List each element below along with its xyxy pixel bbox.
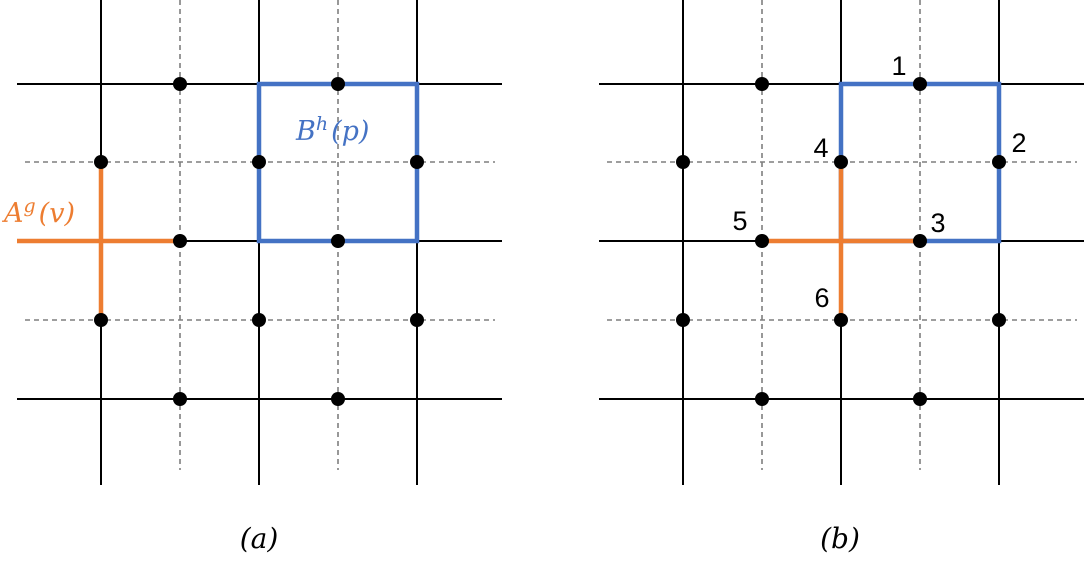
edge-number-3: 3 [930, 208, 945, 238]
edge-qudit-dot [252, 313, 266, 327]
edge-number-5: 5 [732, 206, 747, 236]
plaquette-operator-sup: h [316, 113, 328, 135]
vertex-operator-arg: (v) [39, 198, 75, 229]
panel-a [17, 0, 502, 485]
edge-qudit-dot [834, 155, 848, 169]
edge-qudit-dot [755, 392, 769, 406]
vertex-operator-base: A [1, 198, 24, 229]
vertex-operator-label: Ag(v) [1, 195, 75, 229]
edge-qudit-dot [252, 155, 266, 169]
edge-number-1: 1 [891, 51, 906, 81]
edge-qudit-dot [676, 155, 690, 169]
edge-qudit-dot [410, 155, 424, 169]
edge-number-2: 2 [1011, 128, 1026, 158]
vertex-operator-sup: g [24, 195, 36, 217]
edge-qudit-dot [94, 155, 108, 169]
caption-b: (b) [820, 522, 860, 555]
edge-qudit-dot [913, 77, 927, 91]
plaquette-operator-arg: (p) [331, 116, 369, 147]
edge-qudit-dot [331, 77, 345, 91]
edge-number-4: 4 [813, 133, 828, 163]
edge-qudit-dot [676, 313, 690, 327]
edge-qudit-dot [834, 313, 848, 327]
edge-qudit-dot [173, 234, 187, 248]
edge-qudit-dot [173, 392, 187, 406]
edge-qudit-dot [992, 313, 1006, 327]
edge-qudit-dot [410, 313, 424, 327]
edge-number-6: 6 [814, 283, 829, 313]
edge-qudit-dot [173, 77, 187, 91]
edge-qudit-dot [331, 234, 345, 248]
edge-qudit-dot [331, 392, 345, 406]
edge-qudit-dot [755, 77, 769, 91]
edge-qudit-dot [913, 392, 927, 406]
edge-qudit-dot [992, 155, 1006, 169]
edge-qudit-dot [755, 234, 769, 248]
edge-qudit-dot [913, 234, 927, 248]
caption-a: (a) [240, 522, 279, 555]
plaquette-operator-label: Bh(p) [295, 113, 369, 147]
panel-b [599, 0, 1084, 485]
edge-qudit-dot [94, 313, 108, 327]
plaquette-operator-base: B [295, 116, 316, 147]
